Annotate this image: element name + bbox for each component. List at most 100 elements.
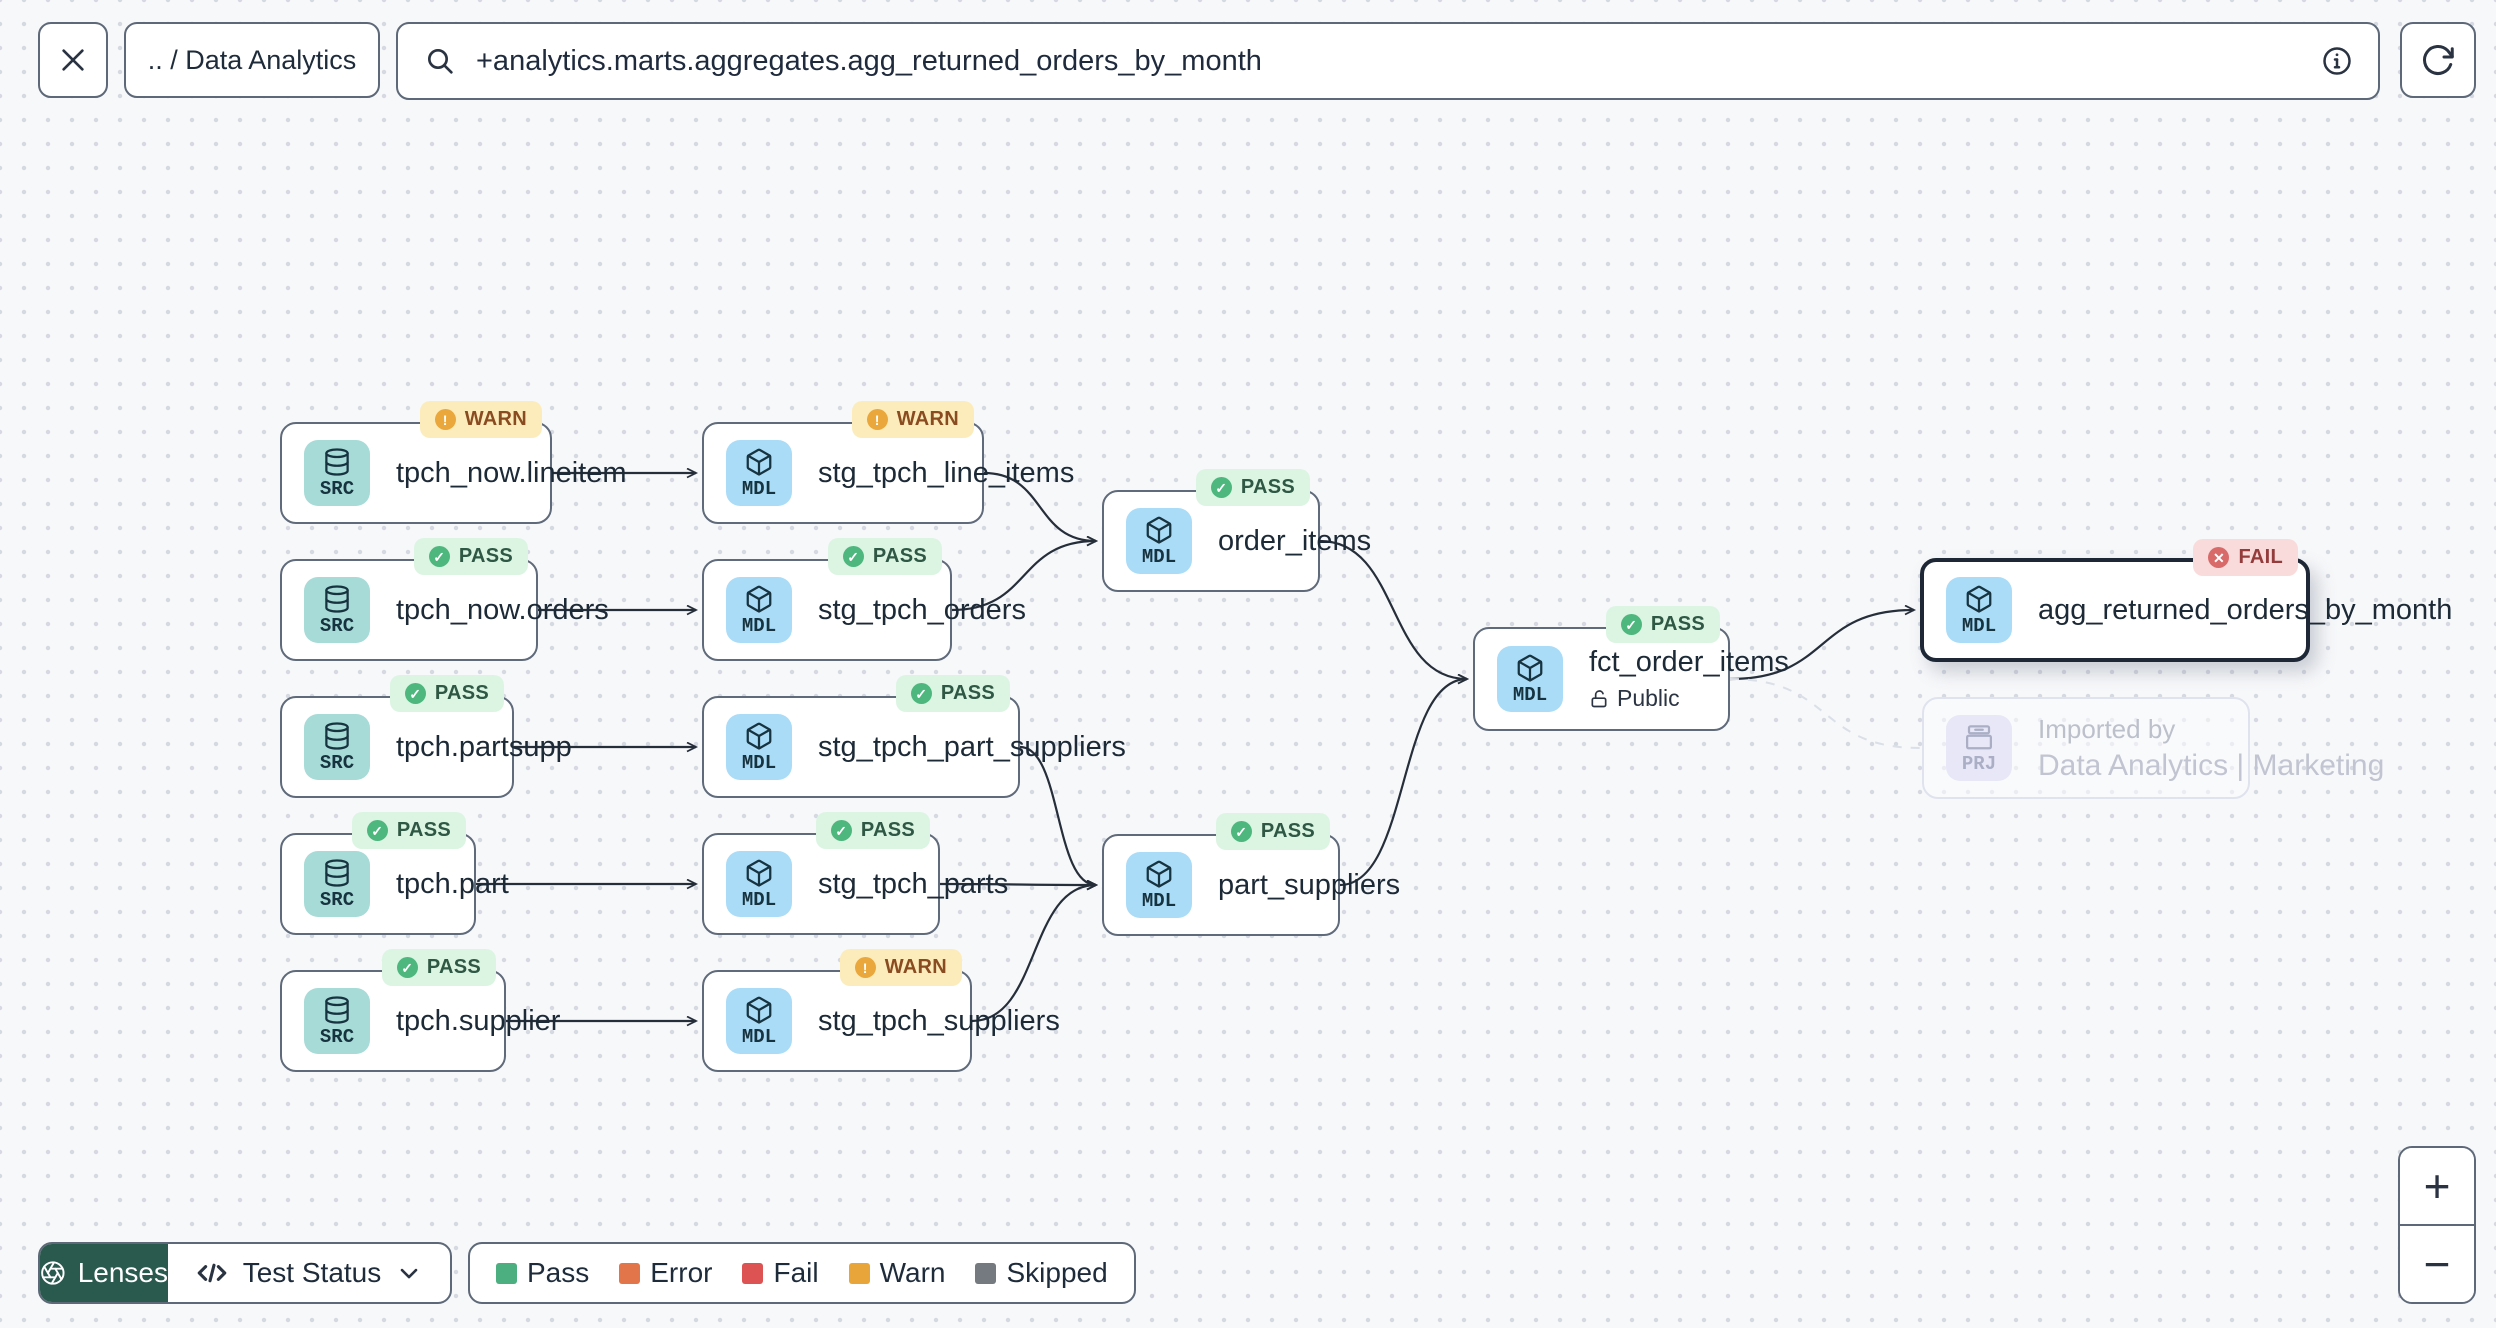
graph-node-tpch_partsupp[interactable]: ✓ PASS SRC tpch.partsupp (280, 675, 572, 798)
test-status-badge: ! WARN (839, 949, 962, 986)
legend-label: Error (650, 1257, 713, 1288)
kind-label: MDL (1961, 614, 1997, 637)
refresh-button[interactable] (2400, 22, 2476, 98)
database-icon: SRC (304, 714, 370, 780)
kind-label: MDL (1141, 545, 1177, 568)
node-text: stg_tpch_part_suppliers (818, 731, 1126, 764)
close-button[interactable] (38, 22, 108, 98)
breadcrumb[interactable]: .. / Data Analytics (124, 22, 380, 98)
legend-item-fail: Fail (742, 1257, 819, 1289)
lenses-button[interactable]: Lenses (40, 1244, 168, 1302)
info-icon[interactable] (2322, 46, 2352, 76)
test-status-badge: ✓ PASS (1215, 813, 1330, 850)
node-label: stg_tpch_part_suppliers (818, 730, 1126, 763)
lens-selector-label: Test Status (242, 1257, 382, 1288)
status-label: PASS (396, 819, 451, 841)
status-label: PASS (940, 682, 995, 704)
kind-label: SRC (319, 477, 355, 500)
node-label: tpch.partsupp (396, 730, 572, 763)
status-warn-icon: ! (854, 957, 876, 978)
edge-stg_tpch_line_items-to-order_items (983, 471, 1096, 541)
test-status-badge: ✓ PASS (389, 675, 504, 712)
kind-label: SRC (319, 1025, 355, 1048)
node-label: order_items (1218, 524, 1372, 557)
graph-node-order_items[interactable]: ✓ PASS MDL order_items (1102, 469, 1371, 592)
breadcrumb-label: .. / Data Analytics (147, 44, 357, 75)
legend-item-error: Error (619, 1257, 712, 1289)
legend-item-pass: Pass (496, 1257, 589, 1289)
search-bar[interactable] (396, 22, 2380, 100)
status-label: PASS (426, 956, 481, 978)
zoom-out-button[interactable]: − (2400, 1226, 2474, 1302)
test-status-badge: ! WARN (419, 401, 542, 438)
cube-icon: MDL (726, 440, 792, 506)
graph-node-tpch_supplier[interactable]: ✓ PASS SRC tpch.supplier (280, 949, 560, 1072)
status-label: WARN (464, 408, 527, 430)
database-icon: SRC (304, 577, 370, 643)
kind-label: SRC (319, 614, 355, 637)
lens-selector[interactable]: Test Status (168, 1244, 450, 1302)
legend-label: Warn (879, 1257, 946, 1288)
zoom-in-button[interactable]: + (2400, 1148, 2474, 1226)
node-pre-label: Imported by (2038, 713, 2176, 744)
node-text: stg_tpch_suppliers (818, 1005, 1060, 1038)
node-text: tpch.part (396, 868, 509, 901)
status-label: PASS (1240, 476, 1295, 498)
zoom-controls: + − (2398, 1146, 2476, 1304)
test-status-badge: ✓ PASS (1195, 469, 1310, 506)
edge-stg_tpch_suppliers-to-part_suppliers (971, 885, 1096, 1023)
status-pass-icon: ✓ (1620, 614, 1642, 635)
node-label: tpch.supplier (396, 1004, 561, 1037)
code-icon (197, 1263, 227, 1283)
refresh-icon (2423, 45, 2454, 75)
unlock-icon (1591, 689, 1607, 707)
node-label: tpch_now.orders (396, 593, 609, 626)
close-icon (62, 49, 84, 71)
edge-order_items-to-fct_order_items (1319, 539, 1467, 679)
cube-icon: MDL (726, 714, 792, 780)
kind-label: SRC (319, 751, 355, 774)
node-text: stg_tpch_parts (818, 868, 1008, 901)
cube-icon: MDL (726, 988, 792, 1054)
status-label: PASS (872, 545, 927, 567)
lenses-label: Lenses (77, 1257, 168, 1288)
test-status-badge: ✓ PASS (381, 949, 496, 986)
status-label: WARN (896, 408, 959, 430)
status-pass-icon: ✓ (1210, 477, 1232, 498)
chevron-down-icon (400, 1268, 418, 1279)
graph-node-stg_tpch_suppliers[interactable]: ! WARN MDL stg_tpch_suppliers (702, 949, 1060, 1072)
aperture-icon (41, 1261, 65, 1285)
kind-label: SRC (319, 888, 355, 911)
access-label: Public (1617, 685, 1680, 711)
node-label: stg_tpch_orders (818, 593, 1026, 626)
archive-icon: PRJ (1946, 715, 2012, 781)
legend-swatch-pass (496, 1262, 517, 1284)
test-status-badge: ✓ PASS (827, 538, 942, 575)
access-row: Public (1589, 685, 1789, 712)
kind-label: MDL (741, 751, 777, 774)
database-icon: SRC (304, 851, 370, 917)
search-input[interactable] (474, 43, 2304, 79)
status-pass-icon: ✓ (830, 820, 852, 841)
kind-label: MDL (741, 888, 777, 911)
legend-swatch-skipped (975, 1262, 997, 1284)
status-label: WARN (884, 956, 947, 978)
status-fail-icon: ✕ (2208, 547, 2230, 568)
node-text: tpch.partsupp (396, 731, 572, 764)
status-label: FAIL (2238, 546, 2283, 568)
legend-item-skipped: Skipped (975, 1257, 1108, 1289)
